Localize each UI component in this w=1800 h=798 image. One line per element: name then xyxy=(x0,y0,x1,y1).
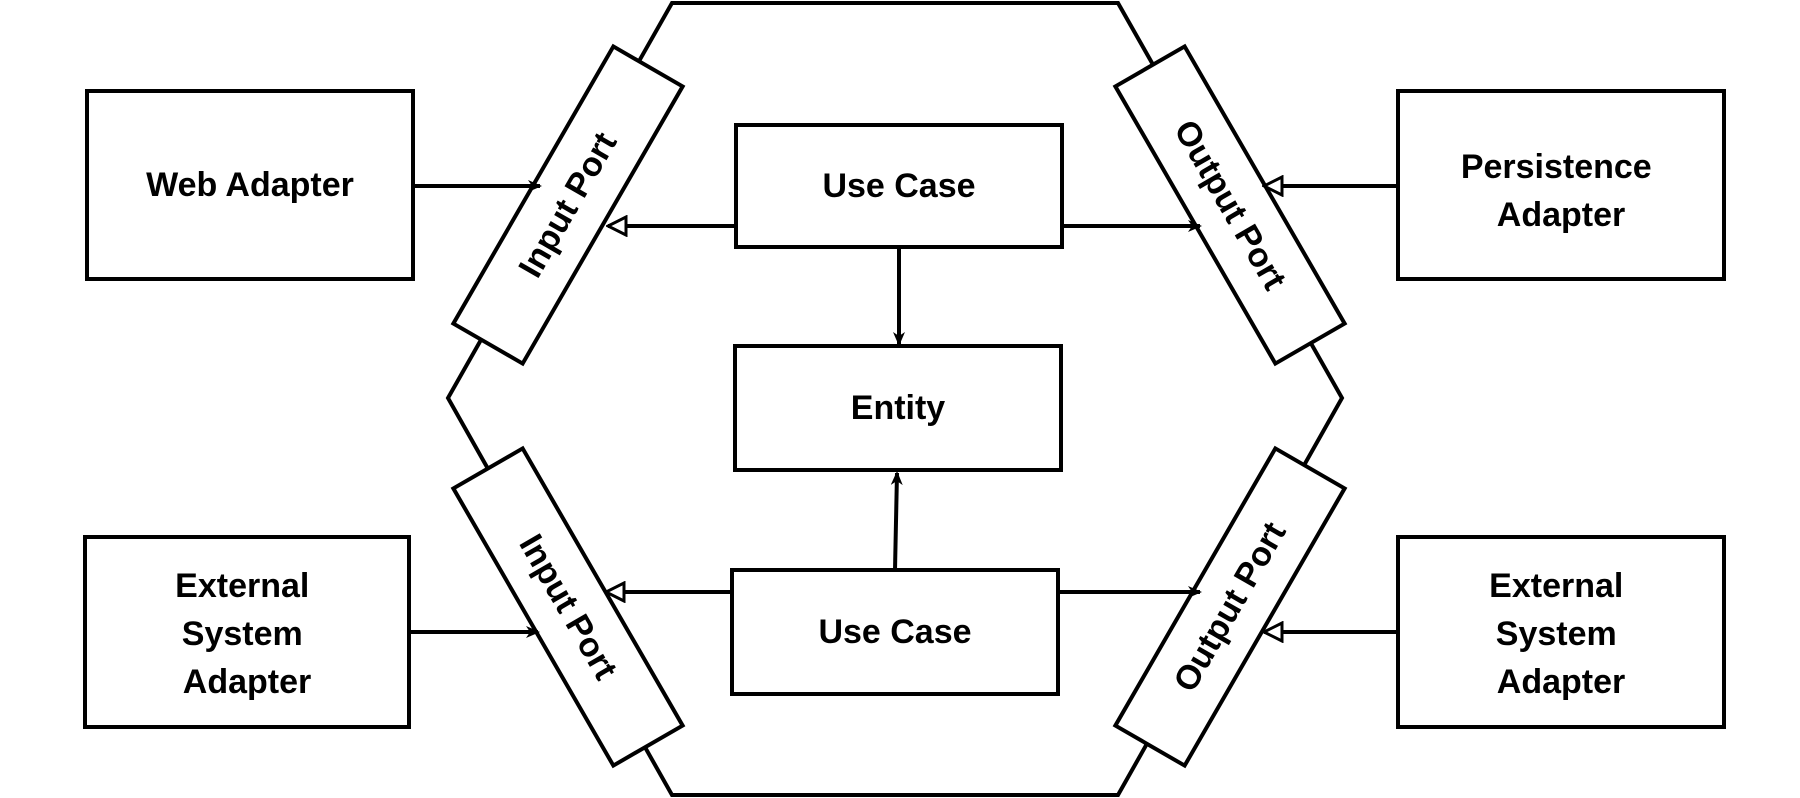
persistence-adapter: Persistence Adapter xyxy=(1396,89,1726,281)
persistence-adapter-label-line-2: Adapter xyxy=(1497,196,1625,234)
external-adapter-right-line-1: External xyxy=(1489,567,1623,605)
external-adapter-right-label: External System Adapter xyxy=(1489,567,1633,701)
external-system-adapter-right: External System Adapter xyxy=(1396,535,1726,729)
external-system-adapter-left: External System Adapter xyxy=(83,535,411,729)
entity-label: Entity xyxy=(851,389,946,427)
external-adapter-left-label: External System Adapter xyxy=(175,567,319,701)
arrow-use-case-bottom-to-entity xyxy=(890,471,903,571)
use-case-bottom-label: Use Case xyxy=(818,613,971,651)
use-case-top: Use Case xyxy=(734,123,1064,249)
web-adapter: Web Adapter xyxy=(85,89,415,281)
external-adapter-right-line-3: Adapter xyxy=(1497,663,1625,701)
persistence-adapter-label: Persistence Adapter xyxy=(1461,148,1661,234)
external-adapter-right-line-2: System xyxy=(1496,615,1617,653)
external-adapter-left-line-1: External xyxy=(175,567,309,605)
persistence-adapter-label-line-1: Persistence xyxy=(1461,148,1652,186)
entity: Entity xyxy=(733,344,1063,472)
external-adapter-left-line-2: System xyxy=(182,615,303,653)
use-case-top-label: Use Case xyxy=(822,167,975,205)
web-adapter-label: Web Adapter xyxy=(146,166,354,204)
use-case-bottom: Use Case xyxy=(730,568,1060,696)
external-adapter-left-line-3: Adapter xyxy=(183,663,311,701)
